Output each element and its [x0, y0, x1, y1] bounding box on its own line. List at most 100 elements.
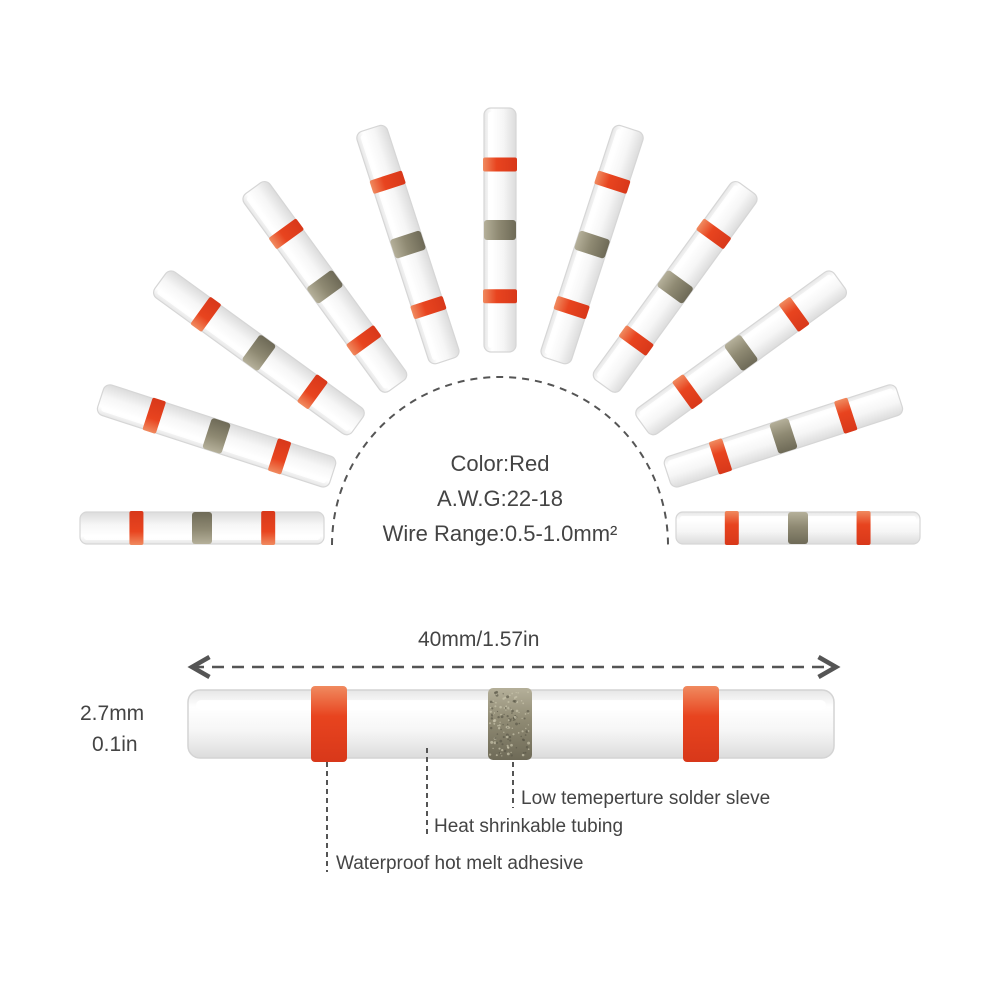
solder-speck: [502, 724, 504, 726]
solder-speck: [517, 732, 520, 734]
solder-speck: [493, 722, 496, 725]
solder-speck: [527, 748, 530, 751]
solder-speck: [507, 738, 509, 741]
solder-speck: [509, 739, 512, 742]
small-band: [369, 170, 406, 194]
small-solder: [390, 230, 426, 259]
solder-speck: [492, 701, 494, 703]
solder-speck: [508, 735, 512, 739]
solder-speck: [495, 741, 498, 745]
solder-speck: [527, 741, 531, 745]
solder-speck: [496, 710, 499, 713]
solder-speck: [503, 749, 507, 753]
solder-speck: [503, 731, 505, 733]
solder-speck: [520, 735, 522, 738]
solder-speck: [498, 724, 501, 727]
solder-speck: [514, 697, 516, 700]
solder-speck: [495, 701, 497, 704]
solder-speck: [488, 722, 492, 725]
solder-speck: [515, 691, 517, 694]
small-solder: [788, 512, 808, 544]
spec-color: Color:Red: [450, 451, 550, 476]
small-band: [268, 438, 291, 475]
solder-speck: [501, 755, 503, 757]
spec-awg: A.W.G:22-18: [437, 486, 563, 511]
small-band: [724, 511, 739, 545]
solder-speck: [492, 747, 494, 750]
small-connector: [483, 107, 517, 353]
small-band: [483, 289, 517, 304]
solder-speck: [501, 748, 504, 752]
solder-speck: [521, 717, 523, 720]
small-solder: [242, 335, 276, 371]
solder-speck: [506, 744, 509, 747]
solder-speck: [527, 691, 529, 693]
small-connector: [79, 511, 325, 545]
dashed-arc: [331, 376, 669, 546]
solder-speck: [510, 751, 512, 754]
diameter-mm-label: 2.7mm: [80, 702, 145, 725]
small-connector: [152, 270, 365, 436]
small-connector: [540, 124, 644, 365]
large-connector: [187, 686, 835, 762]
solder-speck: [524, 713, 527, 715]
small-solder: [657, 270, 693, 304]
spec-wire-range: Wire Range:0.5-1.0mm²: [382, 521, 618, 546]
adhesive-band-right: [683, 686, 719, 762]
solder-speck: [505, 705, 508, 708]
solder-speck: [524, 734, 527, 736]
solder-speck: [505, 733, 509, 737]
solder-speck: [489, 710, 492, 713]
solder-speck: [525, 727, 527, 730]
solder-sleeve: [488, 688, 532, 760]
solder-speck: [522, 738, 525, 742]
solder-speck: [489, 700, 493, 704]
small-band: [142, 397, 166, 434]
solder-speck: [499, 721, 501, 723]
solder-speck: [525, 730, 529, 733]
solder-speck: [507, 719, 510, 722]
solder-speck: [511, 727, 514, 730]
solder-speck: [494, 691, 497, 695]
solder-speck: [503, 713, 505, 716]
length-label: 40mm/1.57in: [418, 628, 540, 651]
solder-speck: [500, 713, 502, 716]
solder-speck: [522, 752, 525, 754]
solder-speck: [510, 754, 513, 757]
solder-speck: [527, 724, 530, 726]
small-band: [594, 170, 631, 194]
small-band: [709, 438, 732, 475]
small-band: [346, 325, 381, 356]
solder-speck: [513, 716, 517, 719]
solder-speck: [506, 715, 509, 718]
small-connector: [675, 511, 921, 545]
solder-speck: [515, 722, 518, 726]
solder-speck: [500, 715, 504, 719]
small-solder: [192, 512, 212, 544]
solder-speck: [508, 694, 511, 697]
solder-speck: [496, 693, 498, 696]
small-band: [410, 296, 447, 319]
small-band: [261, 511, 276, 545]
solder-speck: [499, 739, 503, 743]
small-solder: [724, 335, 758, 371]
solder-speck: [498, 751, 501, 754]
solder-texture: [488, 690, 531, 757]
small-connector: [592, 180, 758, 393]
small-band: [834, 397, 858, 434]
solder-speck: [526, 710, 530, 713]
small-band: [269, 219, 304, 249]
solder-speck: [520, 699, 523, 702]
callout-tubing-label: Heat shrinkable tubing: [434, 816, 624, 837]
solder-speck: [497, 715, 500, 719]
small-connector: [356, 124, 460, 365]
solder-speck: [502, 735, 505, 739]
small-band: [129, 511, 144, 545]
solder-speck: [527, 730, 530, 732]
solder-speck: [494, 737, 497, 740]
solder-speck: [525, 745, 529, 749]
solder-speck: [506, 695, 510, 699]
small-connector: [663, 384, 904, 488]
solder-speck: [521, 753, 525, 757]
